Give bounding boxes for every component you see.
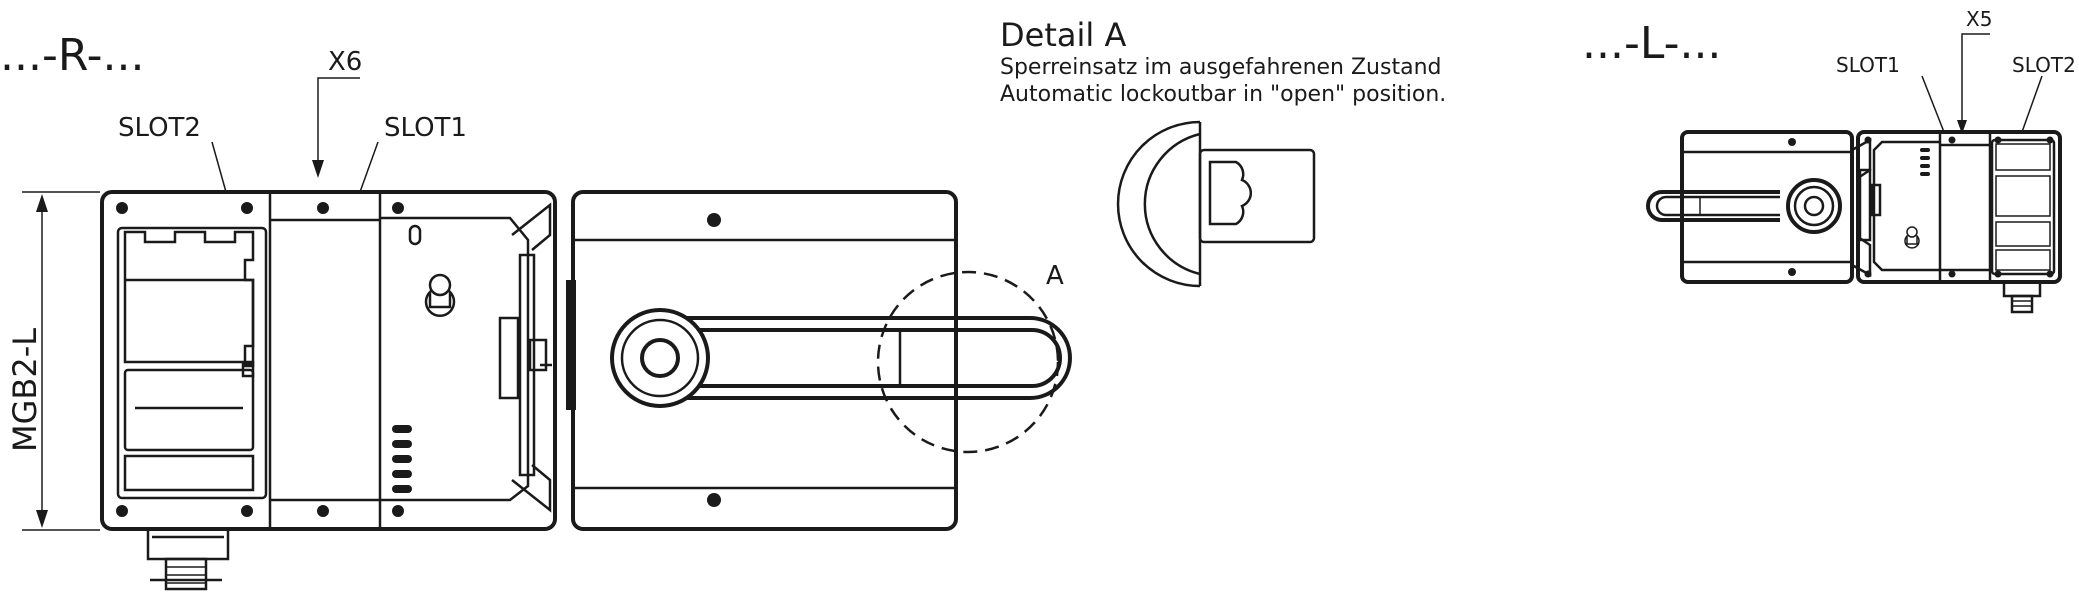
x5-callout xyxy=(1957,33,1990,134)
height-dimension xyxy=(22,191,100,531)
right-view xyxy=(100,190,1072,591)
slot1-label-right: SLOT1 xyxy=(384,113,467,143)
led-indicators xyxy=(392,425,412,493)
variant-right-label: ...-R-... xyxy=(0,30,144,81)
connector-right xyxy=(146,527,230,591)
dimension-label: MGB2-L xyxy=(6,328,44,452)
x6-label: X6 xyxy=(328,47,362,77)
detail-title: Detail A xyxy=(1000,16,1126,54)
handle-right xyxy=(610,308,1072,408)
detail-a-drawing xyxy=(1116,120,1316,288)
slot1-label-left: SLOT1 xyxy=(1836,53,1900,77)
variant-left-label: ...-L-... xyxy=(1582,18,1721,69)
x5-label: X5 xyxy=(1966,7,1992,31)
detail-a-circle xyxy=(876,270,1060,454)
keyhole-icon xyxy=(424,273,456,318)
handle-left xyxy=(1646,178,1842,234)
detail-marker: A xyxy=(1046,261,1064,291)
x6-callout xyxy=(312,77,360,178)
slot2-label-left: SLOT2 xyxy=(2012,53,2076,77)
slot2-label-right: SLOT2 xyxy=(118,113,201,143)
connector-left xyxy=(2002,280,2042,314)
left-view xyxy=(1646,130,2062,314)
detail-line-en: Automatic lockoutbar in "open" position. xyxy=(1000,82,1446,107)
detail-line-de: Sperreinsatz im ausgefahrenen Zustand xyxy=(1000,55,1441,80)
screw-group-right xyxy=(116,202,404,517)
